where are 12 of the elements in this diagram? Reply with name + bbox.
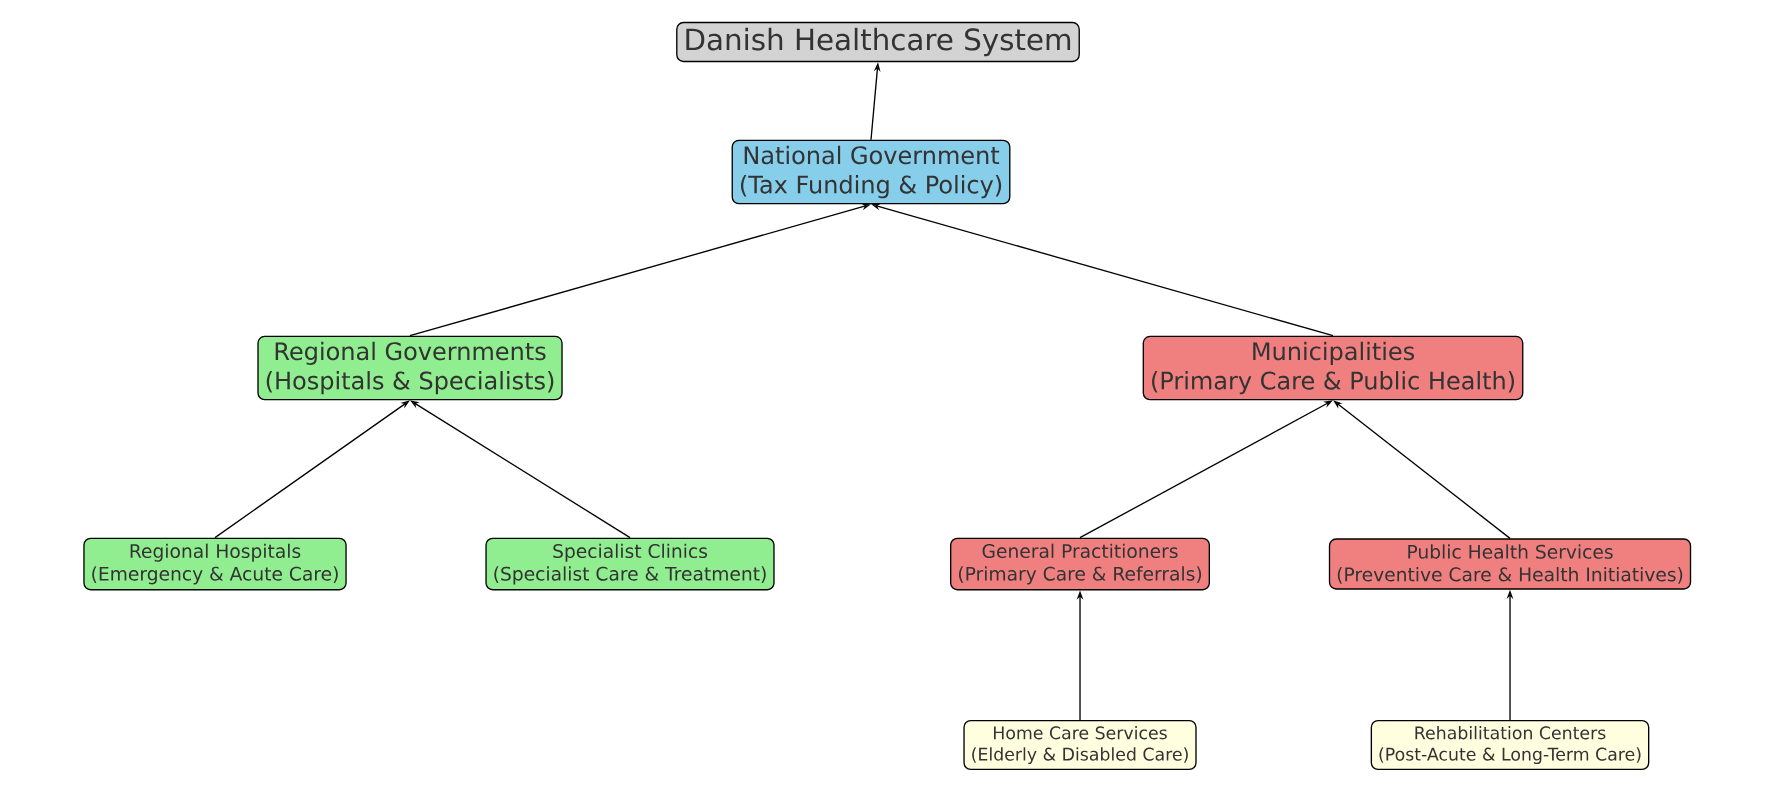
process-box: Specialist Clinics (Specialist Care & Treatment) xyxy=(485,537,775,591)
title-box: Danish Healthcare System xyxy=(676,21,1080,63)
arrow xyxy=(1333,400,1511,539)
process-box: Municipalities (Primary Care & Public Health) xyxy=(1142,335,1524,401)
process-box: General Practitioners (Primary Care & Referrals) xyxy=(950,537,1210,591)
process-box: Regional Hospitals (Emergency & Acute Care) xyxy=(83,537,347,591)
process-box: Public Health Services (Preventive Care & Health Initiatives) xyxy=(1328,538,1692,590)
process-box: National Government (Tax Funding & Policy) xyxy=(731,139,1011,205)
arrow xyxy=(214,400,410,539)
process-box: Rehabilitation Centers (Post-Acute & Long-Term Care) xyxy=(1370,719,1650,771)
process-box: Regional Governments (Hospitals & Specialists) xyxy=(257,335,563,401)
process-box: Home Care Services (Elderly & Disabled Care) xyxy=(963,719,1197,771)
